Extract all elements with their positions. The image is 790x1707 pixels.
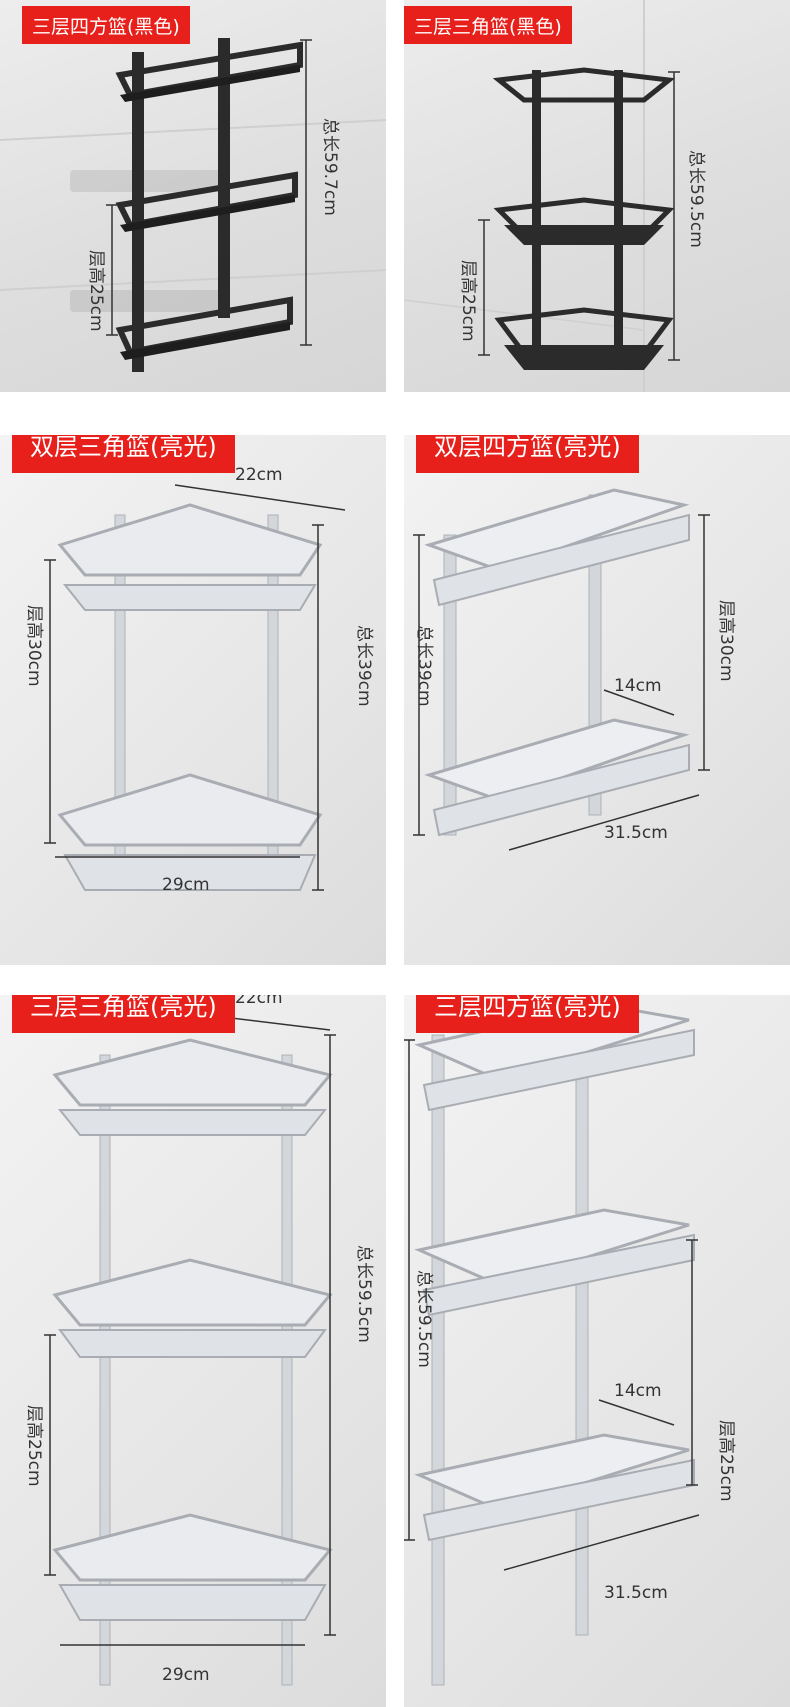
product-title: 三层三角篮(亮光) bbox=[12, 995, 235, 1033]
dimension-top-edge: 22cm bbox=[235, 465, 283, 485]
dimension-total-length: 总长59.5cm bbox=[354, 1245, 374, 1343]
dimension-total-length: 总长39cm bbox=[354, 625, 374, 707]
silver-corner-rack-3tier-illustration bbox=[44, 1012, 336, 1686]
dimension-layer-height: 层高25cm bbox=[24, 1405, 44, 1487]
dimension-width: 31.5cm bbox=[604, 823, 668, 843]
dimension-total-length: 总长39cm bbox=[414, 625, 434, 707]
product-panel-silver-corner-2tier: 双层三角篮(亮光) 22cm 层高30cm 总长39cm 29cm bbox=[0, 435, 386, 965]
dimension-depth: 14cm bbox=[614, 676, 662, 696]
dimension-layer-height: 层高30cm bbox=[716, 600, 736, 682]
product-panel-black-corner-3tier: 三层三角篮(黑色) 总长59.5cm 层高25cm bbox=[404, 0, 790, 392]
product-title: 三层三角篮(黑色) bbox=[404, 6, 572, 44]
silver-corner-rack-illustration bbox=[44, 484, 346, 891]
dimension-layer-height: 层高30cm bbox=[24, 605, 44, 687]
dimension-layer-height: 层高25cm bbox=[458, 260, 478, 342]
product-title: 三层四方篮(亮光) bbox=[416, 995, 639, 1033]
dimension-layer-height: 层高25cm bbox=[86, 250, 106, 332]
silver-square-rack-3tier-illustration bbox=[404, 1003, 700, 1686]
product-title: 三层四方篮(黑色) bbox=[22, 6, 190, 44]
dimension-layer-height: 层高25cm bbox=[716, 1420, 736, 1502]
dimension-bottom-width: 29cm bbox=[162, 1665, 210, 1685]
product-title: 双层四方篮(亮光) bbox=[416, 435, 639, 473]
black-corner-rack-illustration bbox=[404, 0, 680, 392]
silver-square-rack-illustration bbox=[413, 488, 710, 851]
dimension-total-length: 总长59.5cm bbox=[414, 1270, 434, 1368]
dimension-top-edge: 22cm bbox=[235, 995, 283, 1008]
product-panel-silver-square-3tier: 三层四方篮(亮光) 总长59.5cm 层高25cm 14cm 31.5cm bbox=[404, 995, 790, 1707]
dimension-total-length: 总长59.7cm bbox=[320, 118, 340, 216]
product-panel-black-square-3tier: 三层四方篮(黑色) 总长59.7cm 层高25cm bbox=[0, 0, 386, 392]
dimension-width: 31.5cm bbox=[604, 1583, 668, 1603]
dimension-total-length: 总长59.5cm bbox=[686, 150, 706, 248]
dimension-bottom-width: 29cm bbox=[162, 875, 210, 895]
product-panel-silver-square-2tier: 双层四方篮(亮光) 总长39cm 层高30cm 14cm 31.5cm bbox=[404, 435, 790, 965]
black-square-rack-illustration bbox=[0, 38, 386, 372]
product-title: 双层三角篮(亮光) bbox=[12, 435, 235, 473]
product-panel-silver-corner-3tier: 三层三角篮(亮光) 22cm 总长59.5cm 层高25cm 29cm bbox=[0, 995, 386, 1707]
dimension-depth: 14cm bbox=[614, 1381, 662, 1401]
